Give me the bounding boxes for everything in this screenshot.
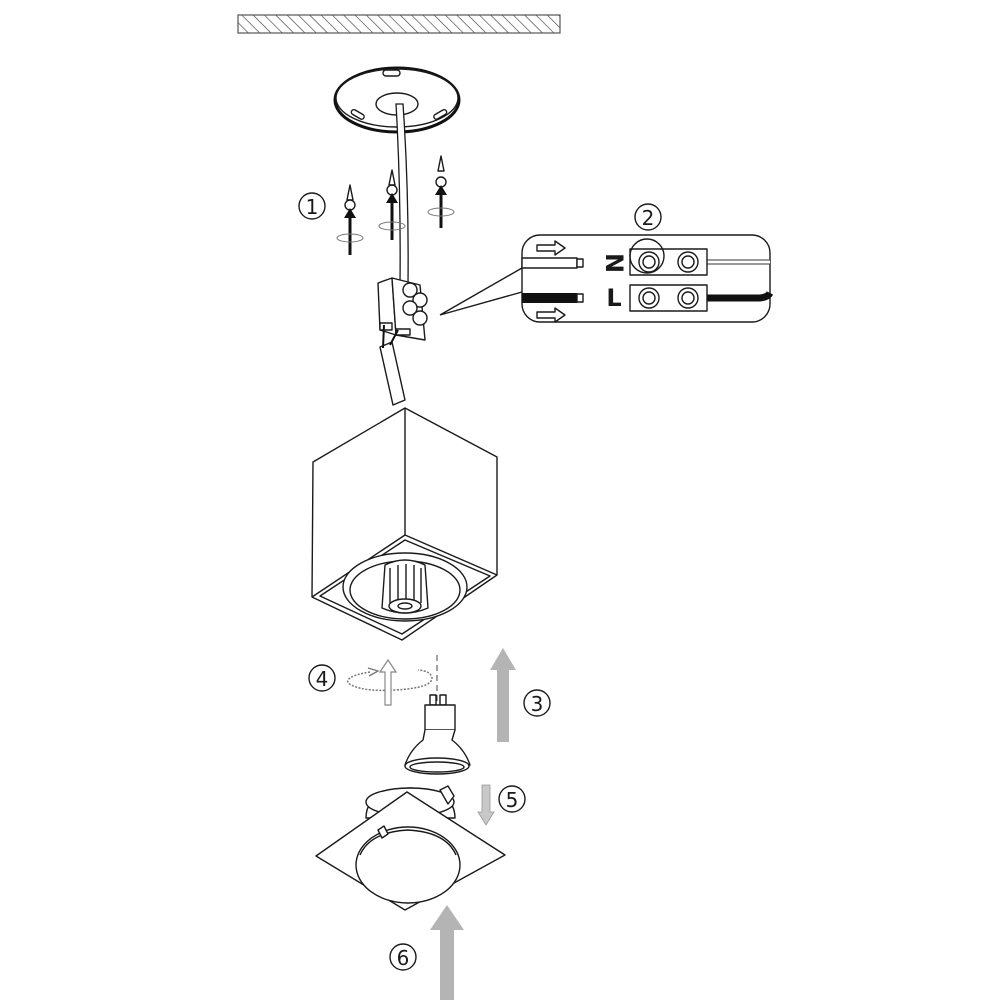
rotate-arrow-icon [346, 658, 433, 706]
svg-text:1: 1 [306, 195, 319, 219]
step-1-marker: 1 [298, 192, 326, 220]
square-trim-ring [315, 785, 506, 911]
step-3-arrow-icon [490, 648, 516, 742]
svg-text:4: 4 [316, 667, 329, 691]
terminal-block [377, 277, 428, 341]
cable-end [379, 341, 406, 406]
wire [382, 324, 399, 349]
ceiling-mount-plate [333, 66, 461, 134]
live-label: L [606, 284, 621, 312]
screw-icon [378, 169, 406, 240]
step-6-arrow-icon [430, 905, 464, 1000]
step-3-marker: 3 [523, 689, 551, 717]
lamp-socket [381, 559, 429, 614]
step-5-arrow-icon [477, 784, 495, 826]
gu10-bulb [404, 694, 471, 775]
step-5-marker: 5 [498, 785, 526, 813]
screw-icon [336, 184, 364, 255]
screw-icon [427, 155, 455, 228]
step-6-marker: 6 [389, 943, 417, 971]
svg-text:2: 2 [642, 206, 655, 230]
step-4-marker: 4 [308, 664, 336, 692]
callout-lines [439, 267, 523, 316]
neutral-label: N [600, 253, 628, 273]
svg-text:5: 5 [506, 788, 519, 812]
svg-text:6: 6 [397, 946, 410, 970]
ceiling [237, 14, 561, 34]
svg-text:3: 3 [531, 692, 544, 716]
wiring-detail-box: N L [521, 234, 774, 323]
cube-housing [311, 407, 498, 641]
step-2-marker: 2 [634, 203, 662, 231]
